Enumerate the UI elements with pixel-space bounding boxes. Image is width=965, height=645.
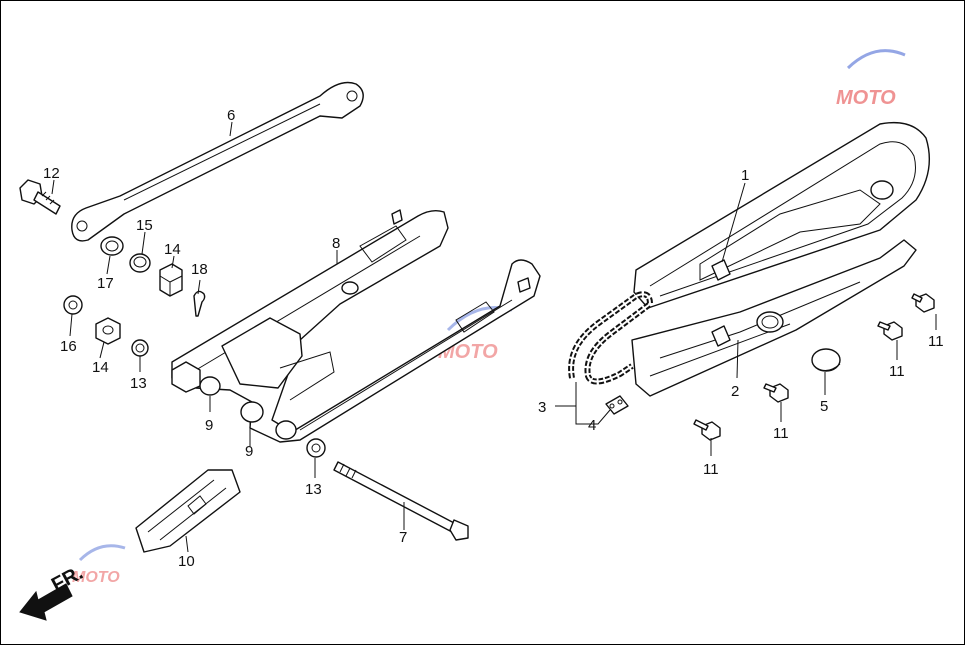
callout-13-left: 13	[130, 375, 147, 392]
callout-7: 7	[399, 529, 407, 546]
callout-10: 10	[178, 553, 195, 570]
part-17-collar[interactable]	[100, 236, 124, 256]
part-8-swingarm[interactable]	[171, 209, 541, 443]
part-13-collar-left[interactable]	[131, 339, 149, 357]
front-direction-arrow: FR.	[19, 562, 87, 621]
callout-11-c: 11	[773, 425, 789, 442]
callout-4: 4	[588, 417, 596, 434]
watermark-text: MOTO	[72, 569, 120, 586]
callout-17: 17	[97, 275, 114, 292]
callout-18: 18	[191, 261, 208, 278]
callout-15: 15	[136, 217, 153, 234]
part-4-master-link[interactable]	[605, 395, 629, 415]
part-5-cap[interactable]	[811, 348, 841, 372]
watermark-logo-top-right: MOTO	[836, 49, 906, 109]
callout-11-d: 11	[703, 461, 719, 478]
part-11-bolt-d[interactable]	[693, 419, 721, 441]
part-3-drive-chain[interactable]	[568, 291, 654, 385]
leader-lines	[51, 121, 937, 553]
callout-12: 12	[43, 165, 60, 182]
callout-11-a: 11	[928, 333, 944, 350]
callout-3: 3	[538, 399, 546, 416]
part-12-bolt[interactable]	[19, 179, 61, 215]
part-14-nut-top[interactable]	[159, 263, 183, 297]
callout-2: 2	[731, 383, 739, 400]
part-6-torque-link[interactable]	[71, 81, 364, 242]
callout-11-b: 11	[889, 363, 905, 380]
part-15-washer[interactable]	[129, 253, 151, 273]
part-9-collar-bottom[interactable]	[240, 401, 297, 440]
part-11-bolt-a[interactable]	[911, 293, 935, 313]
callout-9-top: 9	[205, 417, 213, 434]
part-2-chain-case-lower[interactable]	[631, 239, 917, 397]
callout-5: 5	[820, 398, 828, 415]
callout-13-lower: 13	[305, 481, 322, 498]
callout-8: 8	[332, 235, 340, 252]
part-1-chain-case-upper[interactable]	[633, 121, 931, 309]
part-18-cotter-pin[interactable]	[193, 290, 206, 317]
callout-9-bottom: 9	[245, 443, 253, 460]
part-14-nut-bottom[interactable]	[95, 317, 121, 345]
callout-1: 1	[741, 167, 749, 184]
part-16-washer[interactable]	[63, 295, 83, 315]
watermark-logo-bottom-left: MOTO	[72, 544, 126, 586]
callout-14-bottom: 14	[92, 359, 109, 376]
callout-6: 6	[227, 107, 235, 124]
part-9-collar-top[interactable]	[171, 361, 221, 396]
part-11-bolt-c[interactable]	[763, 383, 789, 403]
part-7-pivot-bolt[interactable]	[333, 461, 469, 541]
watermark-text: MOTO	[836, 87, 896, 109]
part-10-chain-slider[interactable]	[135, 469, 241, 553]
part-11-bolt-b[interactable]	[877, 321, 903, 341]
part-13-collar-lower[interactable]	[306, 438, 326, 458]
callout-16: 16	[60, 338, 77, 355]
callout-14-top: 14	[164, 241, 181, 258]
